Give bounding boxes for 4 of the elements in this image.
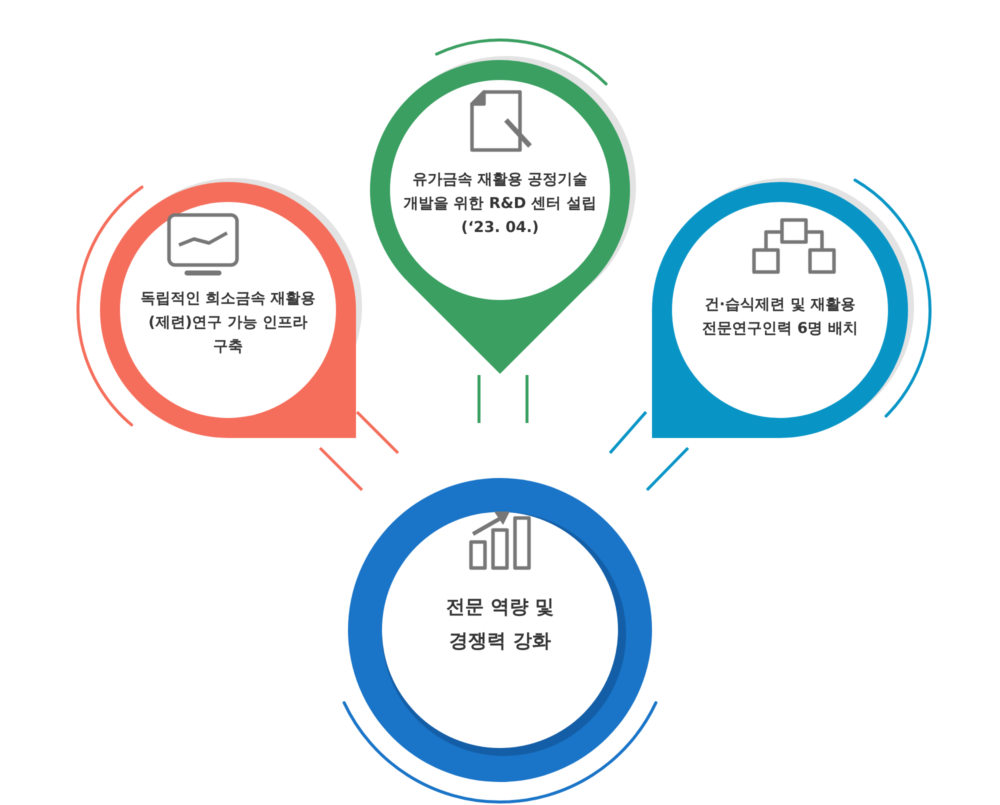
pin-text: 전문 역량 및 경쟁력 강화	[444, 595, 556, 654]
pin-text: 건·습식제련 및 재활용 전문연구인력 6명 배치	[701, 294, 859, 339]
pin-text: 유가금속 재활용 공정기술 개발을 위한 R&D 센터 설립 (‘23. 04.)	[402, 169, 598, 238]
pin-text: 독립적인 희소금속 재활용(제련)연구 가능 인프라 구축	[139, 288, 317, 357]
